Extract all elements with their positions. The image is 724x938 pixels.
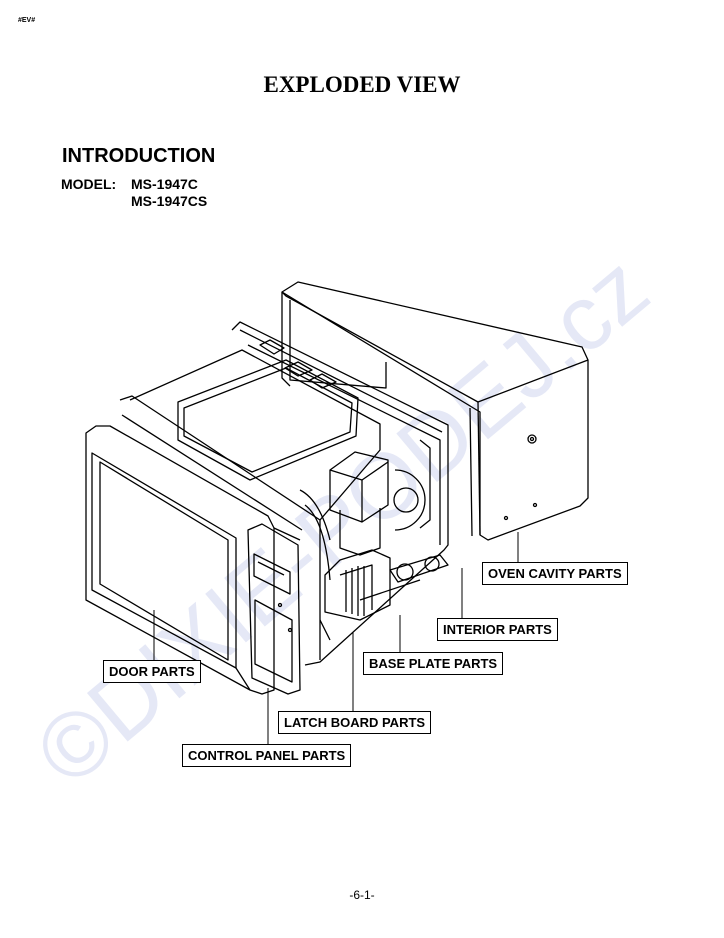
callout-door-parts: DOOR PARTS — [103, 660, 201, 683]
main-chassis — [119, 321, 449, 666]
page-title: EXPLODED VIEW — [263, 72, 461, 97]
outer-cabinet — [281, 281, 589, 541]
leader-lines — [153, 532, 519, 744]
callout-base-plate-parts: BASE PLATE PARTS — [363, 652, 504, 675]
callout-latch-board-parts: LATCH BOARD PARTS — [278, 711, 432, 734]
callout-interior-parts: INTERIOR PARTS — [437, 618, 558, 641]
page-number: -6-1- — [349, 888, 375, 902]
callout-oven-cavity-parts: OVEN CAVITY PARTS — [482, 562, 628, 585]
section-heading: INTRODUCTION — [62, 145, 216, 167]
door — [85, 425, 301, 695]
header-tag: #EV# — [18, 17, 36, 24]
callout-control-panel-parts: CONTROL PANEL PARTS — [182, 744, 352, 767]
model-number-1: MS-1947C — [131, 176, 198, 192]
control-panel — [247, 523, 301, 695]
model-number-2: MS-1947CS — [131, 193, 208, 209]
model-label: MODEL: — [61, 176, 117, 192]
